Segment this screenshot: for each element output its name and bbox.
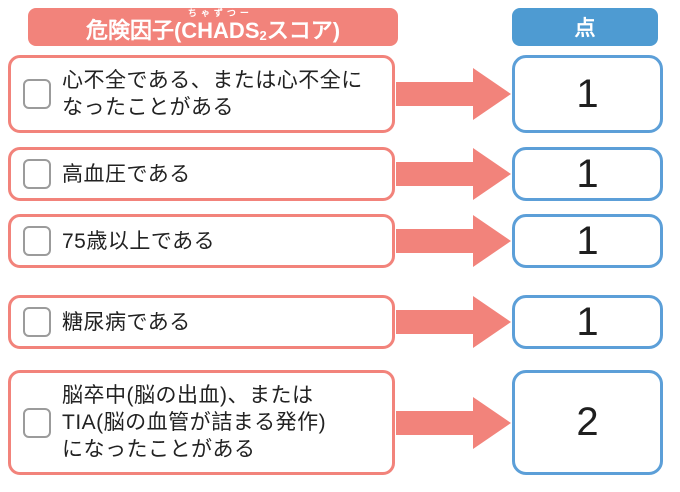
risk-factor-header-suffix: スコア) [266, 18, 341, 43]
arrow-right-icon [395, 68, 512, 120]
factor-box: 糖尿病である [8, 295, 395, 349]
arrow-right-icon [395, 396, 512, 449]
table-row: 高血圧である 1 [0, 147, 680, 201]
chads-base-text: CHADS [181, 18, 260, 43]
score-box: 1 [512, 295, 663, 349]
factor-label: 脳卒中(脳の出血)、または TIA(脳の血管が詰まる発作) になったことがある [62, 384, 327, 461]
factor-label: 高血圧である [62, 162, 191, 186]
checkbox-heart-failure[interactable] [23, 79, 51, 109]
checkbox-diabetes[interactable] [23, 307, 51, 337]
score-box: 1 [512, 55, 663, 133]
score-value: 1 [576, 299, 599, 344]
arrow-right-icon [395, 296, 512, 348]
table-row: 75歳以上である 1 [0, 214, 680, 268]
chads-furigana: ちゃずつー [187, 8, 253, 18]
factor-label: 75歳以上である [62, 229, 216, 253]
checkbox-hypertension[interactable] [23, 159, 51, 189]
table-row: 糖尿病である 1 [0, 295, 680, 349]
score-box: 1 [512, 147, 663, 201]
score-value: 1 [576, 71, 599, 116]
factor-label: 糖尿病である [62, 310, 191, 334]
factor-box: 75歳以上である [8, 214, 395, 268]
chads-subscript: 2 [259, 28, 267, 43]
points-header-label: 点 [574, 17, 596, 40]
score-value: 1 [576, 151, 599, 196]
factor-box: 高血圧である [8, 147, 395, 201]
table-row: 脳卒中(脳の出血)、または TIA(脳の血管が詰まる発作) になったことがある … [0, 370, 680, 475]
score-value: 2 [576, 400, 599, 444]
checkbox-stroke-tia[interactable] [23, 407, 51, 438]
points-header: 点 [512, 8, 658, 46]
score-value: 1 [576, 218, 599, 263]
arrow-right-icon [395, 215, 512, 267]
checkbox-age-75[interactable] [23, 226, 51, 256]
factor-box: 脳卒中(脳の出血)、または TIA(脳の血管が詰まる発作) になったことがある [8, 370, 395, 475]
table-row: 心不全である、または心不全に なったことがある 1 [0, 55, 680, 133]
score-box: 2 [512, 370, 663, 475]
score-box: 1 [512, 214, 663, 268]
arrow-right-icon [395, 148, 512, 200]
factor-box: 心不全である、または心不全に なったことがある [8, 55, 395, 133]
factor-label: 心不全である、または心不全に なったことがある [62, 69, 363, 119]
risk-factor-header-prefix: 危険因子( [85, 18, 182, 43]
